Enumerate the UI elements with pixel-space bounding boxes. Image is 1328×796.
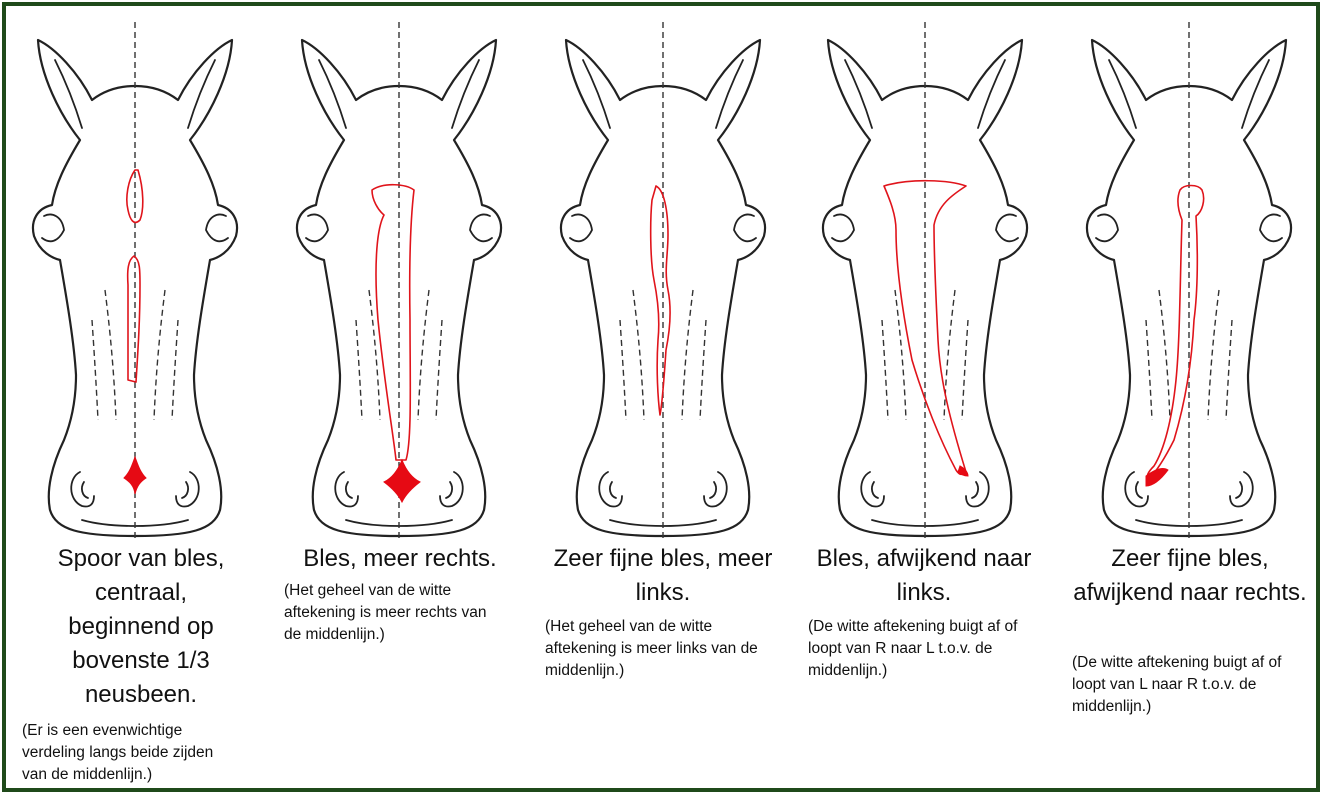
caption-note-1: (Er is een evenwichtige verdeling langs … <box>22 720 242 786</box>
caption-note-5: (De witte aftekening buigt af of loopt v… <box>1072 652 1294 718</box>
caption-note-4: (De witte aftekening buigt af of loopt v… <box>808 616 1028 682</box>
horse-head-illustration <box>800 20 1050 540</box>
horse-panel-2 <box>274 20 524 540</box>
marking-blaze <box>1147 186 1203 481</box>
caption-title-3: Zeer fijne bles, meer links. <box>548 542 778 610</box>
caption-title-5: Zeer fijne bles, afwijkend naar rechts. <box>1072 542 1308 610</box>
horse-panel-4 <box>800 20 1050 540</box>
horse-panel-5 <box>1064 20 1314 540</box>
horse-head-illustration <box>10 20 260 540</box>
caption-title-4: Bles, afwijkend naar links. <box>814 542 1034 610</box>
marking-stripe <box>128 256 140 382</box>
marking-snip <box>384 460 420 502</box>
marking-blaze <box>372 185 414 460</box>
horse-panel-1 <box>10 20 260 540</box>
caption-note-3: (Het geheel van de witte aftekening is m… <box>545 616 765 682</box>
horse-head-illustration <box>538 20 788 540</box>
caption-title-2: Bles, meer rechts. <box>282 542 518 576</box>
horse-panel-3 <box>538 20 788 540</box>
caption-note-2: (Het geheel van de witte aftekening is m… <box>284 580 504 646</box>
marking-snip <box>124 457 146 494</box>
marking-blaze <box>651 186 670 415</box>
horse-head-illustration <box>1064 20 1314 540</box>
caption-title-1: Spoor van bles, centraal, beginnend op b… <box>36 542 246 712</box>
horse-head-illustration <box>274 20 524 540</box>
